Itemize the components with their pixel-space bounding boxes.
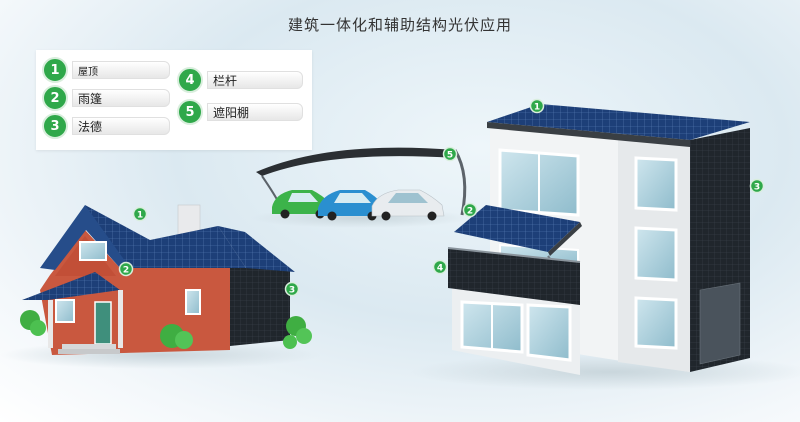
legend-label: 雨篷 bbox=[72, 89, 170, 107]
legend-item-roof: 1 屋顶 bbox=[42, 57, 170, 83]
legend-label: 屋顶 bbox=[72, 61, 170, 79]
svg-text:2: 2 bbox=[123, 266, 129, 276]
marker-canopy-house: 2 bbox=[118, 261, 134, 277]
marker-roof-house: 1 bbox=[132, 206, 148, 222]
legend-label: 遮阳棚 bbox=[207, 103, 303, 121]
marker-railing-building: 4 bbox=[432, 259, 448, 275]
svg-text:3: 3 bbox=[289, 286, 295, 296]
legend-number-badge: 3 bbox=[42, 113, 68, 139]
legend-item-facade: 3 法德 bbox=[42, 113, 170, 139]
modern-building bbox=[447, 104, 750, 375]
marker-facade-building: 3 bbox=[749, 178, 765, 194]
svg-text:3: 3 bbox=[754, 183, 760, 193]
marker-facade-house: 3 bbox=[284, 281, 300, 297]
svg-text:1: 1 bbox=[534, 103, 540, 113]
svg-text:1: 1 bbox=[137, 211, 143, 221]
green-car bbox=[272, 190, 332, 219]
carport bbox=[256, 147, 467, 221]
marker-canopy-building: 2 bbox=[462, 202, 478, 218]
svg-text:5: 5 bbox=[447, 151, 453, 161]
diagram-title: 建筑一体化和辅助结构光伏应用 bbox=[287, 16, 512, 34]
blue-car bbox=[318, 190, 384, 221]
svg-text:2: 2 bbox=[467, 207, 473, 217]
brick-house bbox=[20, 204, 312, 355]
legend-label: 栏杆 bbox=[207, 71, 303, 89]
white-car bbox=[371, 189, 445, 221]
legend-number-badge: 5 bbox=[177, 99, 203, 125]
legend-number-badge: 1 bbox=[42, 57, 68, 83]
legend-item-awning: 5 遮阳棚 bbox=[177, 99, 303, 125]
svg-text:4: 4 bbox=[437, 264, 443, 274]
legend-item-canopy: 2 雨篷 bbox=[42, 85, 170, 111]
legend-number-badge: 2 bbox=[42, 85, 68, 111]
legend-label: 法德 bbox=[72, 117, 170, 135]
marker-awning-carport: 5 bbox=[442, 146, 458, 162]
legend-number-badge: 4 bbox=[177, 67, 203, 93]
legend-panel: 1 屋顶 2 雨篷 3 法德 4 栏杆 5 遮阳棚 bbox=[36, 50, 312, 150]
marker-roof-building: 1 bbox=[529, 98, 545, 114]
legend-item-railing: 4 栏杆 bbox=[177, 67, 303, 93]
